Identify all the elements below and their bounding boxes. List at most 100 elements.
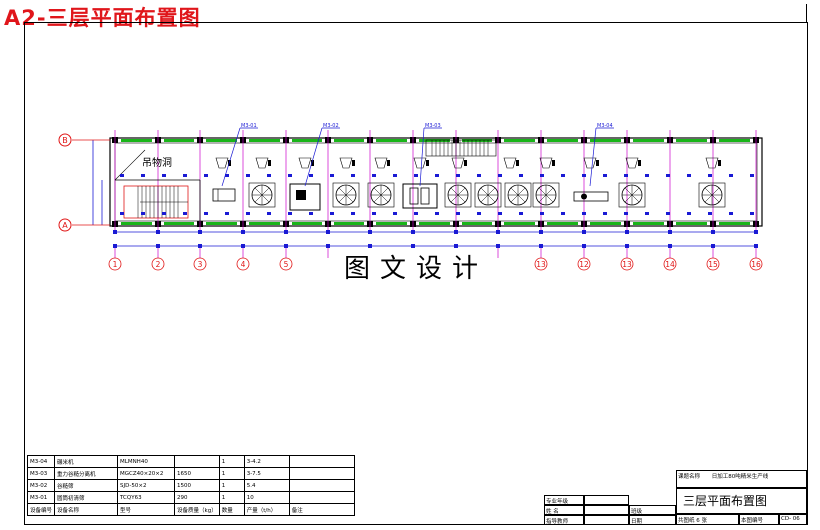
field-name: 姓 名 xyxy=(544,505,584,515)
callouts: M3-01 M3-02 M3-03 M3-04 xyxy=(221,123,614,187)
project-label: 课题名称 xyxy=(678,474,701,480)
hopper-unit xyxy=(374,157,390,169)
crane-hole-label: 吊物洞 xyxy=(142,158,172,169)
field-class: 班级 xyxy=(629,505,676,515)
table-cell: 设备质量（kg） xyxy=(174,503,220,516)
table-cell: 1 xyxy=(218,479,245,492)
watermark-text: 图文设计 xyxy=(338,248,495,285)
table-cell: 设备编号 xyxy=(26,503,56,516)
axis-label: 16 xyxy=(751,260,761,269)
table-cell: M3-04 xyxy=(26,455,56,468)
table-cell xyxy=(288,479,355,492)
table-cell: 谷糙筛 xyxy=(54,479,119,492)
table-cell: 1650 xyxy=(174,467,220,480)
table-cell: MGCZ40×20×2 xyxy=(117,467,176,480)
table-cell: M3-01 xyxy=(26,491,56,504)
machine-unit xyxy=(248,182,276,208)
axis-label-B: B xyxy=(62,136,68,145)
table-cell: 备注 xyxy=(288,503,355,516)
table-cell: SJD-50×2 xyxy=(117,479,176,492)
chute xyxy=(425,139,497,157)
hopper-unit xyxy=(705,157,721,169)
axis-label: 13 xyxy=(622,260,632,269)
axis-bubble-col-4: 4 xyxy=(236,257,250,271)
table-cell: TCQY63 xyxy=(117,491,176,504)
table-cell: 5.4 xyxy=(243,479,290,492)
axis-bubble-col-9: 14 xyxy=(663,257,677,271)
table-cell xyxy=(288,455,355,468)
axis-bubble-col-11: 16 xyxy=(749,257,763,271)
frame-corner-mark xyxy=(806,4,807,22)
axis-label: 13 xyxy=(536,260,546,269)
table-cell: 3-7.5 xyxy=(243,467,290,480)
hopper-unit xyxy=(339,157,355,169)
sheet-no-label: 本图编号 xyxy=(739,514,779,525)
sheet-no: CD- 06 xyxy=(779,514,807,525)
machine-unit xyxy=(618,182,646,208)
table-cell xyxy=(174,455,220,468)
table-cell: 产量（t/h） xyxy=(243,503,290,516)
machine-unit xyxy=(698,182,726,208)
axis-label: 5 xyxy=(284,260,289,269)
project-name-cell: 课题名称 日加工80吨精米生产线 xyxy=(676,470,807,488)
machine-unit xyxy=(444,182,472,208)
table-header-row: 设备编号设备名称型号设备质量（kg）数量产量（t/h）备注 xyxy=(26,503,355,516)
hopper-unit xyxy=(255,157,271,169)
axis-label: 12 xyxy=(579,260,589,269)
callout-label: M3-01 xyxy=(241,123,257,129)
table-cell: 设备名称 xyxy=(54,503,119,516)
axis-bubble-col-1: 1 xyxy=(108,257,122,271)
table-cell: 重力谷糙分离机 xyxy=(54,467,119,480)
callout-M3-03: M3-03 xyxy=(419,123,442,187)
axis-bubble-col-5: 5 xyxy=(279,257,293,271)
table-cell: MLMNH40 xyxy=(117,455,176,468)
hopper-unit xyxy=(583,157,599,169)
title-block: 课题名称 日加工80吨精米生产线 专业年级 姓 名 指导教师 班级 日期 三层平… xyxy=(544,470,807,525)
axis-label: 15 xyxy=(708,260,718,269)
field-advisor: 指导教师 xyxy=(544,515,584,525)
axis-bubble-col-7: 12 xyxy=(577,257,591,271)
machine-M3-03 xyxy=(402,183,438,209)
axis-label: 3 xyxy=(198,260,203,269)
axis-label: 14 xyxy=(665,260,675,269)
table-cell: 数量 xyxy=(218,503,245,516)
machine-M3-02 xyxy=(289,183,321,211)
hopper-unit xyxy=(539,157,555,169)
project-name: 日加工80吨精米生产线 xyxy=(711,474,769,480)
axis-label: 1 xyxy=(113,260,118,269)
table-cell: 3-4.2 xyxy=(243,455,290,468)
machine-M3-04 xyxy=(573,191,609,202)
axis-bubble-col-8: 13 xyxy=(620,257,634,271)
axis-label-A: A xyxy=(62,221,68,230)
field-date: 日期 xyxy=(629,515,676,525)
table-cell: 1 xyxy=(218,455,245,468)
sheet-count: 共图纸 6 张 xyxy=(676,514,739,525)
machine-unit xyxy=(474,182,502,208)
table-cell: M3-02 xyxy=(26,479,56,492)
field-major: 专业年级 xyxy=(544,495,584,505)
callout-label: M3-04 xyxy=(597,123,613,129)
axis-bubble-col-3: 3 xyxy=(193,257,207,271)
callout-label: M3-02 xyxy=(323,123,339,129)
machine-unit xyxy=(532,182,560,208)
table-cell xyxy=(288,467,355,480)
axis-bubble-col-6: 13 xyxy=(534,257,548,271)
table-cell: 10 xyxy=(243,491,290,504)
table-cell: 圆筒初清筛 xyxy=(54,491,119,504)
drawing-frame xyxy=(24,22,808,525)
table-cell: 碾米机 xyxy=(54,455,119,468)
hopper-unit xyxy=(503,157,519,169)
callout-M3-01: M3-01 xyxy=(221,123,258,187)
table-cell: 290 xyxy=(174,491,220,504)
callout-label: M3-03 xyxy=(425,123,441,129)
callout-M3-02: M3-02 xyxy=(304,123,340,187)
axis-bubble-A xyxy=(58,218,72,232)
table-cell: 1500 xyxy=(174,479,220,492)
axis-bubble-col-2: 2 xyxy=(151,257,165,271)
axis-bubble-col-10: 15 xyxy=(706,257,720,271)
